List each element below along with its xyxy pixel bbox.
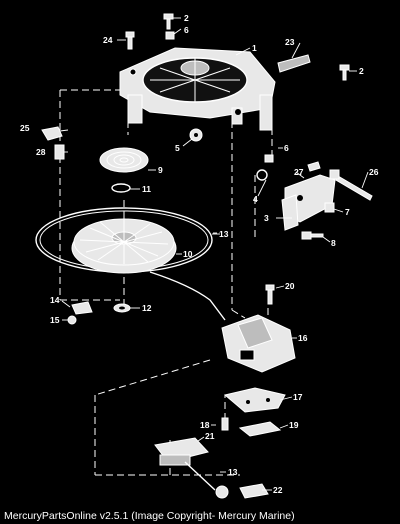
callout-17: 17 [293,392,303,402]
callout-4: 4 [253,194,258,204]
part-11-washer [111,183,131,193]
part-25-clip [41,126,63,141]
part-1-starter-housing [119,47,276,131]
part-26-bolt [329,169,373,201]
part-10-rope-pulley [71,218,177,274]
callout-1: 1 [252,43,257,53]
callout-14: 14 [50,295,60,305]
part-28-pin [54,144,65,160]
callout-leader-lines [59,17,369,491]
part-15-screw [67,315,77,325]
callout-25: 25 [20,123,30,133]
callout-23: 23 [285,37,295,47]
part-8-screw [301,231,324,240]
callout-8: 8 [331,238,336,248]
callout-27: 27 [294,167,304,177]
part-7-nut [324,202,335,213]
part-6-bushing-right [264,154,274,163]
callout-21: 21 [205,431,215,441]
part-18-screw [221,417,229,431]
part-20-screw [265,284,275,305]
assembly-guide-lines [59,89,273,476]
part-13-rope-end [184,461,229,499]
callout-18: 18 [200,420,210,430]
part-16-rope-guide [221,314,296,373]
callout-26: 26 [369,167,379,177]
exploded-parts-diagram: 1 2 2 3 4 5 6 6 7 8 9 10 11 12 13 13 14 … [20,13,379,499]
part-4-washer [256,169,268,181]
part-6-bushing-top [165,31,175,40]
part-9-rewind-spring [99,147,149,173]
callout-12: 12 [142,303,152,313]
callout-2-top: 2 [184,13,189,23]
callout-22: 22 [273,485,283,495]
part-14-pawl [71,301,93,315]
callout-24: 24 [103,35,113,45]
callout-2-right: 2 [359,66,364,76]
part-2-screw-top [163,13,174,30]
part-5-nut [189,128,203,142]
callout-6-right: 6 [284,143,289,153]
part-19-gasket [238,421,282,437]
part-3-plate [281,194,299,231]
callout-10: 10 [183,249,193,259]
callout-20: 20 [285,281,295,291]
part-2-screw-right [339,64,350,81]
callout-15: 15 [50,315,60,325]
callout-7: 7 [345,207,350,217]
callout-19: 19 [289,420,299,430]
callout-9: 9 [158,165,163,175]
part-23-strip [277,54,311,73]
callout-16: 16 [298,333,308,343]
part-17-bracket [223,387,286,413]
callout-13-rope-end: 13 [228,467,238,477]
callout-3: 3 [264,213,269,223]
part-24-bolt [125,31,135,50]
callout-11: 11 [142,184,151,194]
copyright-caption: MercuryPartsOnline v2.5.1 (Image Copyrig… [4,510,295,522]
callout-5: 5 [175,143,180,153]
part-12-washer [113,303,131,313]
part-22-retainer [239,483,269,499]
part-21-handle [154,437,209,466]
callout-13-rope: 13 [219,229,229,239]
callout-numbers: 1 2 2 3 4 5 6 6 7 8 9 10 11 12 13 13 14 … [20,13,379,495]
callout-6-top: 6 [184,25,189,35]
callout-28: 28 [36,147,46,157]
